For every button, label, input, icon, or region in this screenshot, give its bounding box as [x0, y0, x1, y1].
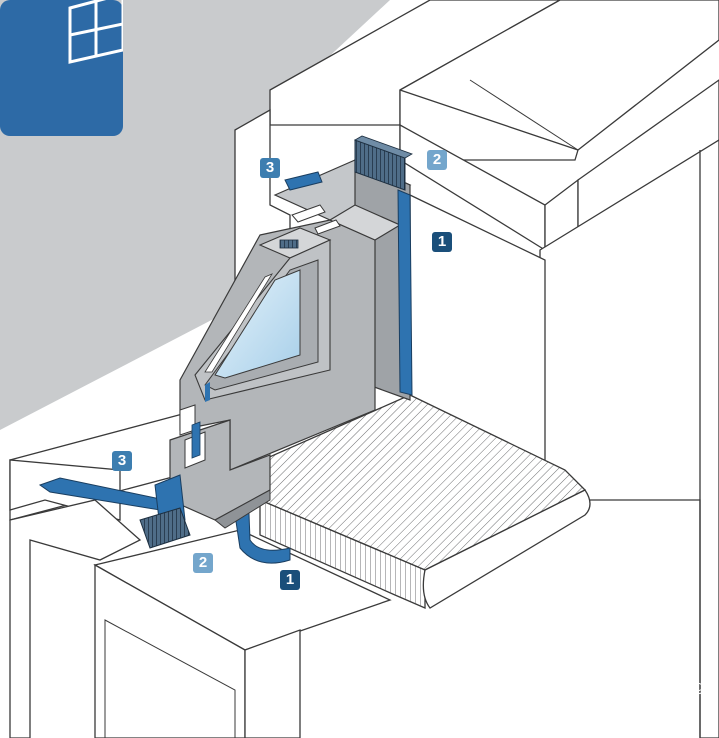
seal-tape-exterior [397, 189, 413, 396]
seal-tape-sash [205, 382, 210, 402]
logo-superscript: 3 [680, 620, 692, 642]
sash-cut-2 [314, 219, 341, 235]
lower-wall-block-side [244, 629, 301, 738]
window-icon [68, 0, 123, 64]
seal-tape-lower [191, 421, 201, 459]
foam-tape-top-cap [354, 135, 413, 159]
lower-wall-block-inner [104, 619, 236, 738]
callout-2-right: 2 [427, 150, 447, 170]
foam-tape-bottom [139, 507, 191, 549]
sash-cut [291, 204, 326, 223]
outer-wall-upper [577, 79, 719, 242]
lower-wall-left [9, 499, 142, 738]
window-sill-nose [422, 489, 591, 609]
window-sill-front [259, 499, 426, 609]
lower-wall-block-front [94, 563, 246, 738]
callout-1-bottom: 1 [280, 570, 300, 590]
callout-3-left: 3 [112, 451, 132, 471]
callout-1-right: 1 [432, 232, 452, 252]
logo-text-iso: ISO [598, 622, 665, 666]
glass-pane-back [204, 273, 273, 373]
callout-3-top: 3 [260, 158, 280, 178]
gasket-top [279, 239, 299, 249]
frame-bottom-face [214, 489, 271, 529]
seal-tape-top-interior [284, 171, 323, 191]
glass-pane [214, 269, 301, 379]
iso3-logo [0, 0, 123, 136]
logo-subtitle: window sealing [602, 678, 704, 695]
callout-2-bottom: 2 [193, 553, 213, 573]
